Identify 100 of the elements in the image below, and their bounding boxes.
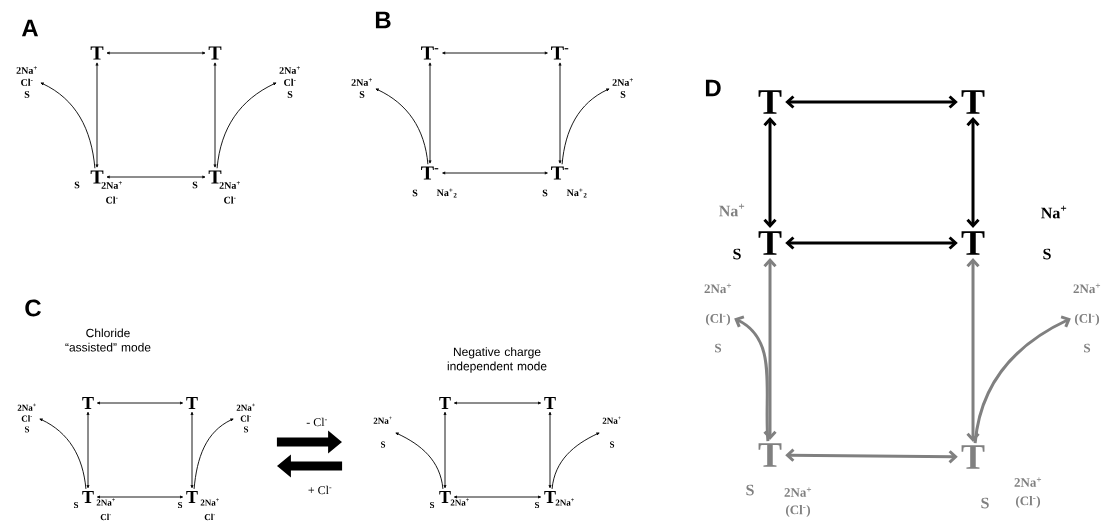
arrow: [973, 315, 1071, 444]
bound-ion-label: S: [74, 502, 79, 509]
state-label: T: [439, 491, 451, 503]
mode-heading: Negative charge independent mode: [447, 347, 547, 373]
arrow: [551, 432, 600, 490]
state-label: T: [758, 90, 782, 114]
bound-ion-label: S: [412, 189, 418, 197]
released-ion-label: 2Na$^{+}$ Cl$^{-}$ S: [236, 403, 255, 433]
bound-ion-label: 2Na$^{+}$: [96, 498, 115, 506]
panel-letter: B: [375, 11, 391, 29]
panel-letter: A: [21, 19, 39, 37]
bound-ion-label: Cl$^{-}$: [224, 196, 236, 204]
edge-label: + Cl$^{-}$: [306, 484, 334, 496]
panel-letter: C: [25, 299, 41, 317]
arrow: [213, 62, 217, 168]
state-label: T$^{-}$: [421, 166, 439, 180]
bound-ion-label: Cl$^{-}$: [100, 513, 112, 521]
arrow: [443, 411, 447, 489]
arrow: [190, 411, 194, 489]
bound-ion-label: (Cl$^{-}$): [786, 505, 811, 517]
arrow: [785, 95, 958, 109]
state-label: T: [82, 491, 94, 503]
panel-letter: D: [705, 79, 721, 97]
arrow: [395, 432, 444, 490]
bound-ion-label: S: [981, 497, 989, 509]
bound-ion-label: Na$^{+}$: [719, 203, 745, 217]
bound-ion-label: S: [430, 502, 435, 509]
arrow: [763, 117, 777, 228]
bound-ion-label: 2Na$^{+}$: [1014, 477, 1042, 487]
arrow: [561, 88, 610, 165]
arrow: [763, 258, 777, 440]
arrow: [216, 82, 277, 169]
state-label: T: [961, 445, 985, 469]
state-label: T: [758, 231, 782, 255]
arrow: [785, 236, 958, 250]
bound-ion-label: S: [542, 189, 548, 197]
state-label: T: [544, 491, 556, 503]
bound-ion-label: 2Na$^{+}$: [450, 498, 469, 506]
arrow: [106, 175, 206, 179]
released-ion-label: 2Na$^{+}$ S: [602, 416, 621, 448]
arrow: [966, 117, 980, 228]
bound-ion-label: 2Na$^{+}$: [200, 498, 219, 506]
bound-ion-label: 2Na$^{+}$: [784, 487, 812, 497]
state-label: T: [82, 397, 94, 409]
released-ion-label: 2Na$^{+}$ (Cl$^{-}$) S: [704, 283, 732, 353]
bound-ion-label: Na$^{+}$: [1041, 205, 1067, 219]
arrow: [375, 88, 429, 165]
arrow: [442, 51, 548, 55]
bound-ion-label: S: [192, 181, 198, 189]
arrow: [548, 411, 552, 489]
state-label: T: [961, 90, 985, 114]
bound-ion-label: (Cl$^{-}$): [1016, 496, 1041, 508]
state-label: T$^{-}$: [421, 46, 439, 60]
arrow: [442, 171, 548, 175]
arrow: [785, 448, 958, 464]
bound-ion-label: 2Na$^{+}$: [555, 498, 574, 506]
arrow: [734, 315, 770, 442]
state-label: T: [961, 231, 985, 255]
released-ion-label: 2Na$^{+}$ S: [612, 78, 633, 98]
edge-label: - Cl$^{-}$: [305, 416, 329, 428]
state-label: T$^{-}$: [551, 46, 569, 60]
state-label: T: [208, 170, 222, 184]
released-ion-label: 2Na$^{+}$ (Cl$^{-}$) S: [1073, 283, 1101, 353]
mode-heading: Chloride “assisted” mode: [65, 328, 151, 352]
arrow: [966, 258, 980, 442]
released-ion-label: 2Na$^{+}$ S: [351, 78, 372, 98]
arrow: [428, 62, 432, 164]
state-label: T: [758, 443, 782, 467]
state-label: T: [90, 170, 104, 184]
state-label: T: [544, 397, 556, 409]
bound-ion-label: 2Na$^{+}$: [219, 181, 240, 189]
arrow: [558, 62, 562, 164]
arrow: [96, 401, 184, 405]
arrow: [40, 82, 96, 169]
released-ion-label: 2Na$^{+}$ S: [373, 416, 392, 448]
arrow: [96, 495, 184, 499]
arrow: [193, 418, 234, 490]
state-label: T: [186, 397, 198, 409]
state-label: T: [439, 397, 451, 409]
bound-ion-label: S: [746, 484, 754, 496]
bound-ion-label: 2Na$^{+}$: [101, 181, 122, 189]
released-ion-label: 2Na$^{+}$ Cl$^{-}$ S: [16, 66, 37, 98]
bound-ion-label: Cl$^{-}$: [106, 196, 118, 204]
arrow: [86, 411, 90, 489]
bound-ion-label: S: [1043, 248, 1051, 260]
state-label: T: [90, 46, 104, 60]
bound-ion-label: S: [178, 502, 183, 509]
released-ion-label: 2Na$^{+}$ Cl$^{-}$ S: [279, 66, 300, 98]
arrow: [453, 495, 542, 499]
state-label: T$^{-}$: [551, 166, 569, 180]
arrow: [95, 62, 99, 168]
arrow: [39, 418, 87, 490]
bound-ion-label: S: [74, 181, 80, 189]
arrow: [453, 401, 542, 405]
bound-ion-label: S: [535, 502, 540, 509]
released-ion-label: 2Na$^{+}$ Cl$^{-}$ S: [17, 403, 36, 433]
bound-ion-label: S: [733, 248, 741, 260]
state-label: T: [208, 46, 222, 60]
state-label: T: [186, 491, 198, 503]
bound-ion-label: Cl$^{-}$: [204, 513, 216, 521]
